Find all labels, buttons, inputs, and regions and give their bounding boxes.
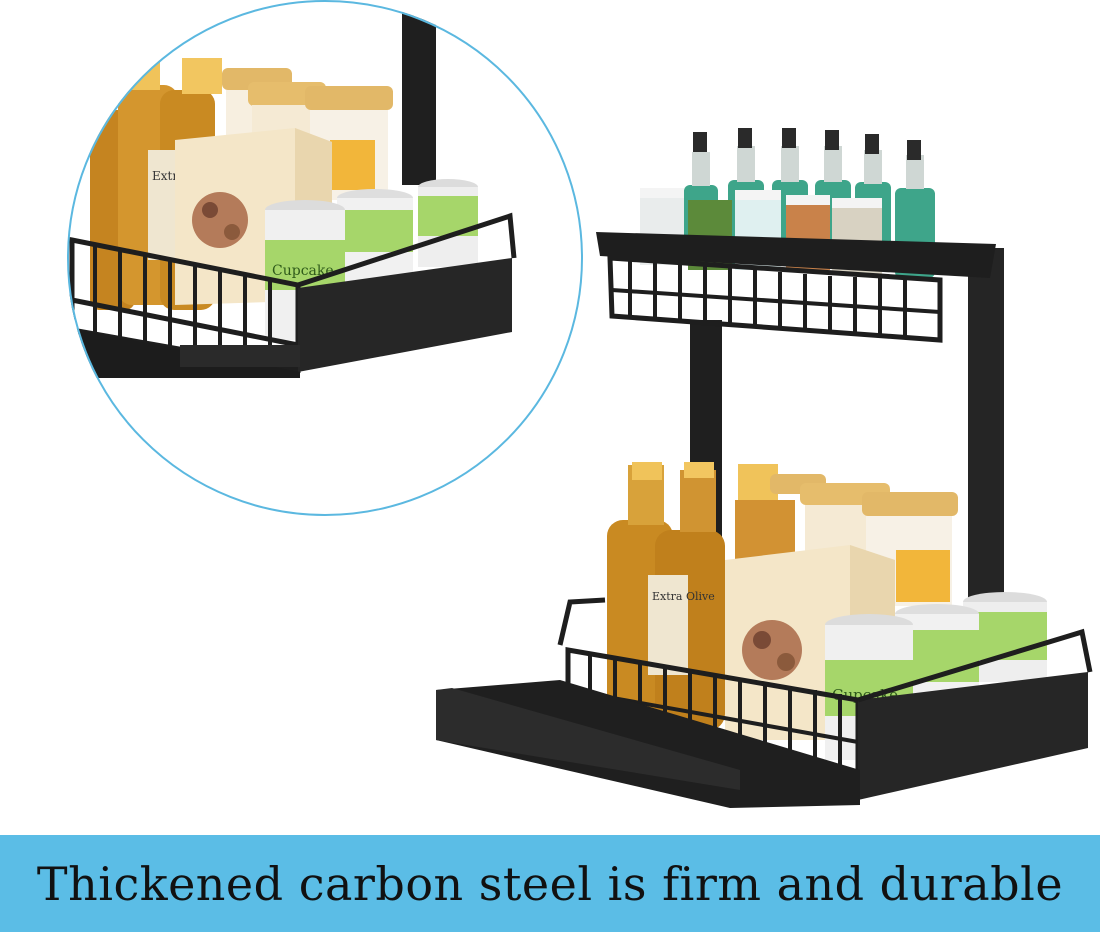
caption-text: Thickened carbon steel is firm and durab… xyxy=(36,856,1064,911)
caption-banner: Thickened carbon steel is firm and durab… xyxy=(0,835,1100,932)
zoom-basket xyxy=(69,212,517,378)
zoom-rack-post xyxy=(402,0,436,185)
product-photo: Extra Olive xyxy=(67,0,1093,808)
zoom-detail-circle: Extra Olive xyxy=(67,0,583,516)
zoom-circle-border xyxy=(67,0,583,516)
two-tier-rack: Extra Olive Cupcake xyxy=(436,128,1093,808)
zoom-can-label: Cupcake xyxy=(272,263,334,279)
lower-basket xyxy=(436,597,1093,808)
rack-post-right xyxy=(968,248,1004,608)
upper-basket xyxy=(596,232,996,343)
oil-label: Extra Olive xyxy=(652,590,715,603)
